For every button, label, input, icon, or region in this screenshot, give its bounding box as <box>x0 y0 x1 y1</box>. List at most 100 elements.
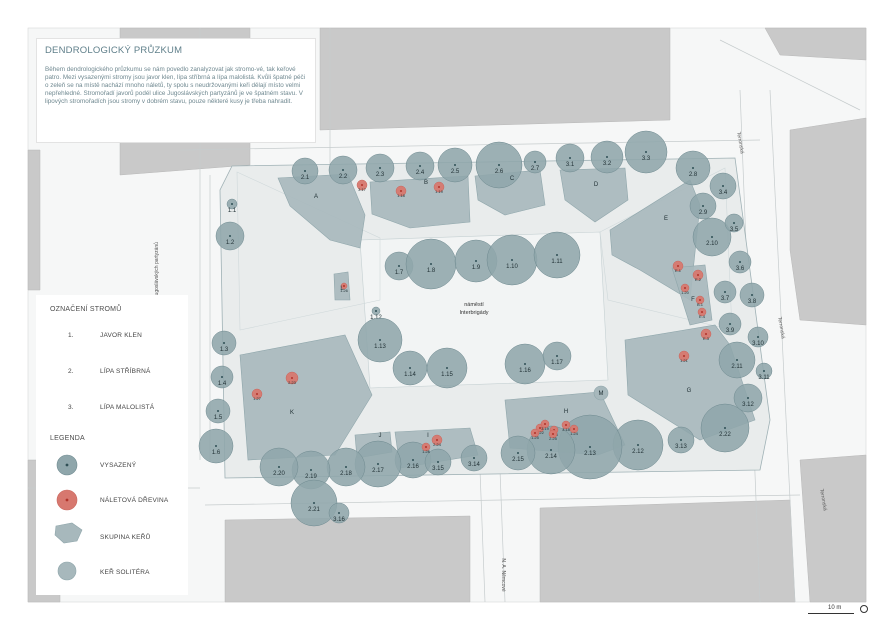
planted-tree-3-10: 3.10 <box>747 326 769 348</box>
tree-trunk-dot <box>699 299 701 301</box>
tree-trunk-dot <box>398 265 400 267</box>
tree-label: 3.2 <box>603 161 612 167</box>
tree-label: 3.15 <box>432 466 444 472</box>
tree-label: E.3 <box>703 336 710 341</box>
tree-label: 3.7 <box>721 296 730 302</box>
planted-tree-1-5: 1.5 <box>205 398 231 424</box>
self-seeded-tree-3-19: 3.19 <box>540 419 550 431</box>
legend-item-solitary-shrub: KEŘ SOLITÉRA <box>100 569 150 576</box>
street-curb-7 <box>499 469 506 603</box>
tree-label: 1.14 <box>404 372 416 378</box>
shrub-group-11 <box>239 334 373 461</box>
tree-trunk-dot <box>379 339 381 341</box>
tree-label: 3.3 <box>642 156 651 162</box>
tree-trunk-dot <box>736 359 738 361</box>
tree-code-label-3: LÍPA MALOLISTÁ <box>100 404 155 411</box>
street-curb-11 <box>719 39 861 111</box>
tree-trunk-dot <box>556 254 558 256</box>
self-seeded-tree-1-24: 1.24 <box>569 424 579 436</box>
tree-trunk-dot <box>692 167 694 169</box>
tree-trunk-dot <box>310 469 312 471</box>
building-5 <box>799 454 867 603</box>
tree-label: 3.9 <box>726 328 735 334</box>
self-seeded-tree-1-21: 1.21 <box>678 350 690 363</box>
planted-tree-1-11: 1.11 <box>533 231 581 279</box>
tree-trunk-dot <box>729 323 731 325</box>
tree-label: 1.2 <box>226 240 235 246</box>
street-name-1: Jugoslávských partyzánů <box>153 242 160 298</box>
tree-trunk-dot <box>552 433 554 435</box>
shrub-group-symbol <box>54 522 83 544</box>
tree-trunk-dot <box>684 287 686 289</box>
tree-label: 1.19 <box>435 189 444 194</box>
planted-tree-3-9: 3.9 <box>718 312 742 336</box>
tree-label: 3.4 <box>719 190 728 196</box>
planted-tree-2-3: 2.3 <box>365 153 395 183</box>
tree-trunk-dot <box>637 444 639 446</box>
planted-tree-3-2: 3.2 <box>590 140 624 174</box>
tree-trunk-dot <box>733 222 735 224</box>
planted-tree-1-13: 1.13 <box>357 317 403 363</box>
tree-trunk-dot <box>511 259 513 261</box>
tree-trunk-dot <box>379 167 381 169</box>
tree-trunk-dot <box>724 427 726 429</box>
tree-label: 1.13 <box>374 344 386 350</box>
north-arrow-icon <box>860 605 868 613</box>
tree-trunk-dot <box>375 310 377 312</box>
planted-tree-2-4: 2.4 <box>405 151 435 181</box>
shrub-group-label-b: B <box>424 180 428 186</box>
planted-tree-2-7: 2.7 <box>523 150 547 174</box>
planted-tree-2-1: 2.1 <box>291 157 319 185</box>
tree-trunk-dot <box>544 423 546 425</box>
tree-trunk-dot <box>550 449 552 451</box>
tree-code-num-2: 2. <box>68 368 74 375</box>
planted-tree-2-17: 2.17 <box>354 440 402 488</box>
tree-trunk-dot <box>751 294 753 296</box>
tree-label: 2.20 <box>273 471 285 477</box>
self-seeded-tree-3-17: 3.17 <box>356 179 368 192</box>
tree-code-label-1: JAVOR KLEN <box>100 332 142 339</box>
tree-label: 3.8 <box>748 299 757 305</box>
tree-code-num-3: 3. <box>68 404 74 411</box>
tree-trunk-dot <box>409 367 411 369</box>
self-seeded-tree-dot <box>65 498 69 502</box>
planted-tree-3-5: 3.5 <box>724 213 744 233</box>
solitary-shrub-m <box>593 385 609 401</box>
legend-panel: OZNAČENÍ STROMŮ 1. JAVOR KLEN 2. LÍPA ST… <box>36 295 188 595</box>
tree-trunk-dot <box>473 457 475 459</box>
tree-label: 1.21 <box>680 358 689 363</box>
tree-trunk-dot <box>534 432 536 434</box>
tree-trunk-dot <box>345 466 347 468</box>
tree-trunk-dot <box>498 164 500 166</box>
self-seeded-tree-1-28: 1.28 <box>421 442 431 454</box>
tree-trunk-dot <box>223 342 225 344</box>
tree-trunk-dot <box>343 285 345 287</box>
planted-tree-1-8: 1.8 <box>405 238 457 290</box>
planted-tree-3-11: 3.11 <box>755 362 773 381</box>
planted-tree-2-6: 2.6 <box>475 141 523 189</box>
tree-label: 1.27 <box>253 396 262 401</box>
scale-label: 10 m <box>828 605 842 611</box>
tree-label: 2.14 <box>545 454 557 460</box>
self-seeded-tree-1-26: 1.26 <box>340 282 349 293</box>
tree-trunk-dot <box>517 452 519 454</box>
tree-trunk-dot <box>539 427 541 429</box>
square-name-line-2: Interbrigády <box>459 310 488 316</box>
legend-symbols <box>54 454 83 581</box>
tree-trunk-dot <box>256 393 258 395</box>
street-curb-6 <box>479 469 486 603</box>
tree-trunk-dot <box>757 336 759 338</box>
tree-label: 2.1 <box>301 175 310 181</box>
planted-tree-2-5: 2.5 <box>437 147 473 183</box>
tree-label: 2.23 <box>288 380 297 385</box>
tree-trunk-dot <box>338 512 340 514</box>
tree-trunk-dot <box>683 355 685 357</box>
tree-trunk-dot <box>342 169 344 171</box>
self-seeded-tree-2-25: 2.25 <box>548 429 558 441</box>
tree-label: 1.11 <box>551 259 563 265</box>
tree-label: 1.17 <box>551 360 563 366</box>
tree-trunk-dot <box>412 459 414 461</box>
self-seeded-tree-1-27: 1.27 <box>251 388 263 401</box>
